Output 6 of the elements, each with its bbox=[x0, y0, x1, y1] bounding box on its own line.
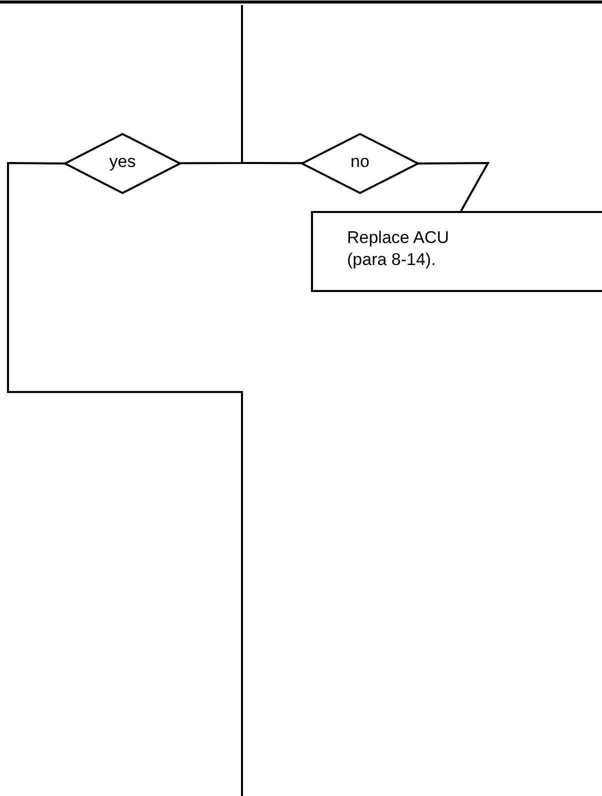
connector-line bbox=[7, 162, 243, 796]
step-text: Replace ACU (para 8-14). bbox=[347, 227, 450, 271]
process-box bbox=[311, 211, 602, 292]
decision-text: no bbox=[350, 153, 370, 170]
connector-line bbox=[419, 162, 490, 212]
decision-text: yes bbox=[109, 153, 136, 170]
